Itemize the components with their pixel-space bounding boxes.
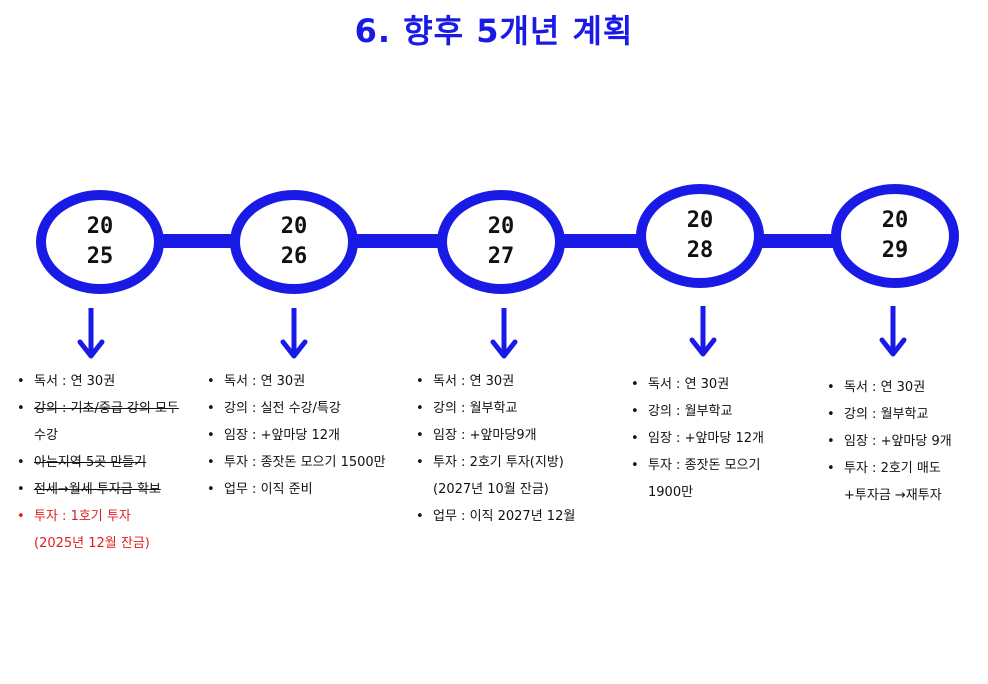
plan-item: 투자 : 종잣돈 모으기 1500만 xyxy=(206,449,386,476)
page-title: 6. 향후 5개년 계획 xyxy=(354,12,634,50)
plan-item: 독서 : 연 30권 xyxy=(16,368,179,395)
year-label-bottom: 28 xyxy=(686,238,714,263)
plan-item: 강의 : 월부학교 xyxy=(630,398,764,425)
plan-item: 아는지역 5곳 만들기 xyxy=(16,449,179,476)
plan-item: 강의 : 월부학교 xyxy=(415,395,575,422)
plan-item: 독서 : 연 30권 xyxy=(630,371,764,398)
arrow-down-icon xyxy=(879,306,907,357)
plan-item: 업무 : 이직 2027년 12월 xyxy=(415,503,575,530)
year-label-bottom: 27 xyxy=(487,244,515,269)
plan-item: 강의 : 월부학교 xyxy=(826,401,952,428)
plan-item: 투자 : 2호기 투자(지방) xyxy=(415,449,575,476)
plan-item: 투자 : 1호기 투자 xyxy=(16,503,179,530)
year-circle-2026: 20 26 xyxy=(230,190,358,294)
arrow-down-icon xyxy=(280,308,308,359)
year-circle-2027: 20 27 xyxy=(437,190,565,294)
plan-item: 임장 : +앞마당 12개 xyxy=(630,425,764,452)
plan-item: 임장 : +앞마당 12개 xyxy=(206,422,386,449)
plan-item: 업무 : 이직 준비 xyxy=(206,476,386,503)
plan-item: 독서 : 연 30권 xyxy=(415,368,575,395)
plan-item: 강의 : 실전 수강/특강 xyxy=(206,395,386,422)
plan-item: 전세→월세 투자금 확보 xyxy=(16,476,179,503)
arrow-down-icon xyxy=(77,308,105,359)
year-label-top: 20 xyxy=(881,208,909,233)
year-label-bottom: 25 xyxy=(86,244,114,269)
plan-item: 독서 : 연 30권 xyxy=(206,368,386,395)
year-circle-2028: 20 28 xyxy=(636,184,764,288)
year-label-top: 20 xyxy=(280,214,308,239)
plan-item: +투자금 →재투자 xyxy=(844,488,942,503)
year-label-bottom: 26 xyxy=(280,244,308,269)
year-circle-2025: 20 25 xyxy=(36,190,164,294)
year-label-bottom: 29 xyxy=(881,238,909,263)
year-label-top: 20 xyxy=(686,208,714,233)
arrow-down-icon xyxy=(689,306,717,357)
plan-item: 강의 : 기초/중급 강의 모두 xyxy=(16,395,179,422)
plan-item: (2025년 12월 잔금) xyxy=(34,536,150,551)
plan-item: 투자 : 종잣돈 모으기 xyxy=(630,452,764,479)
plan-item: 투자 : 2호기 매도 xyxy=(826,455,952,482)
plan-list-2028: 독서 : 연 30권강의 : 월부학교임장 : +앞마당 12개투자 : 종잣돈… xyxy=(630,371,764,506)
plan-item: 임장 : +앞마당 9개 xyxy=(826,428,952,455)
plan-item: 임장 : +앞마당9개 xyxy=(415,422,575,449)
year-label-top: 20 xyxy=(86,214,114,239)
plan-list-2026: 독서 : 연 30권강의 : 실전 수강/특강임장 : +앞마당 12개투자 :… xyxy=(206,368,386,503)
plan-list-2027: 독서 : 연 30권강의 : 월부학교임장 : +앞마당9개투자 : 2호기 투… xyxy=(415,368,575,530)
plan-list-2029: 독서 : 연 30권강의 : 월부학교임장 : +앞마당 9개투자 : 2호기 … xyxy=(826,374,952,509)
plan-item: 수강 xyxy=(34,428,58,443)
year-circle-2029: 20 29 xyxy=(831,184,959,288)
plan-list-2025: 독서 : 연 30권강의 : 기초/중급 강의 모두수강아는지역 5곳 만들기전… xyxy=(16,368,179,557)
plan-item: 1900만 xyxy=(648,485,694,500)
plan-item: 독서 : 연 30권 xyxy=(826,374,952,401)
plan-item: (2027년 10월 잔금) xyxy=(433,482,549,497)
year-label-top: 20 xyxy=(487,214,515,239)
arrow-down-icon xyxy=(490,308,518,359)
